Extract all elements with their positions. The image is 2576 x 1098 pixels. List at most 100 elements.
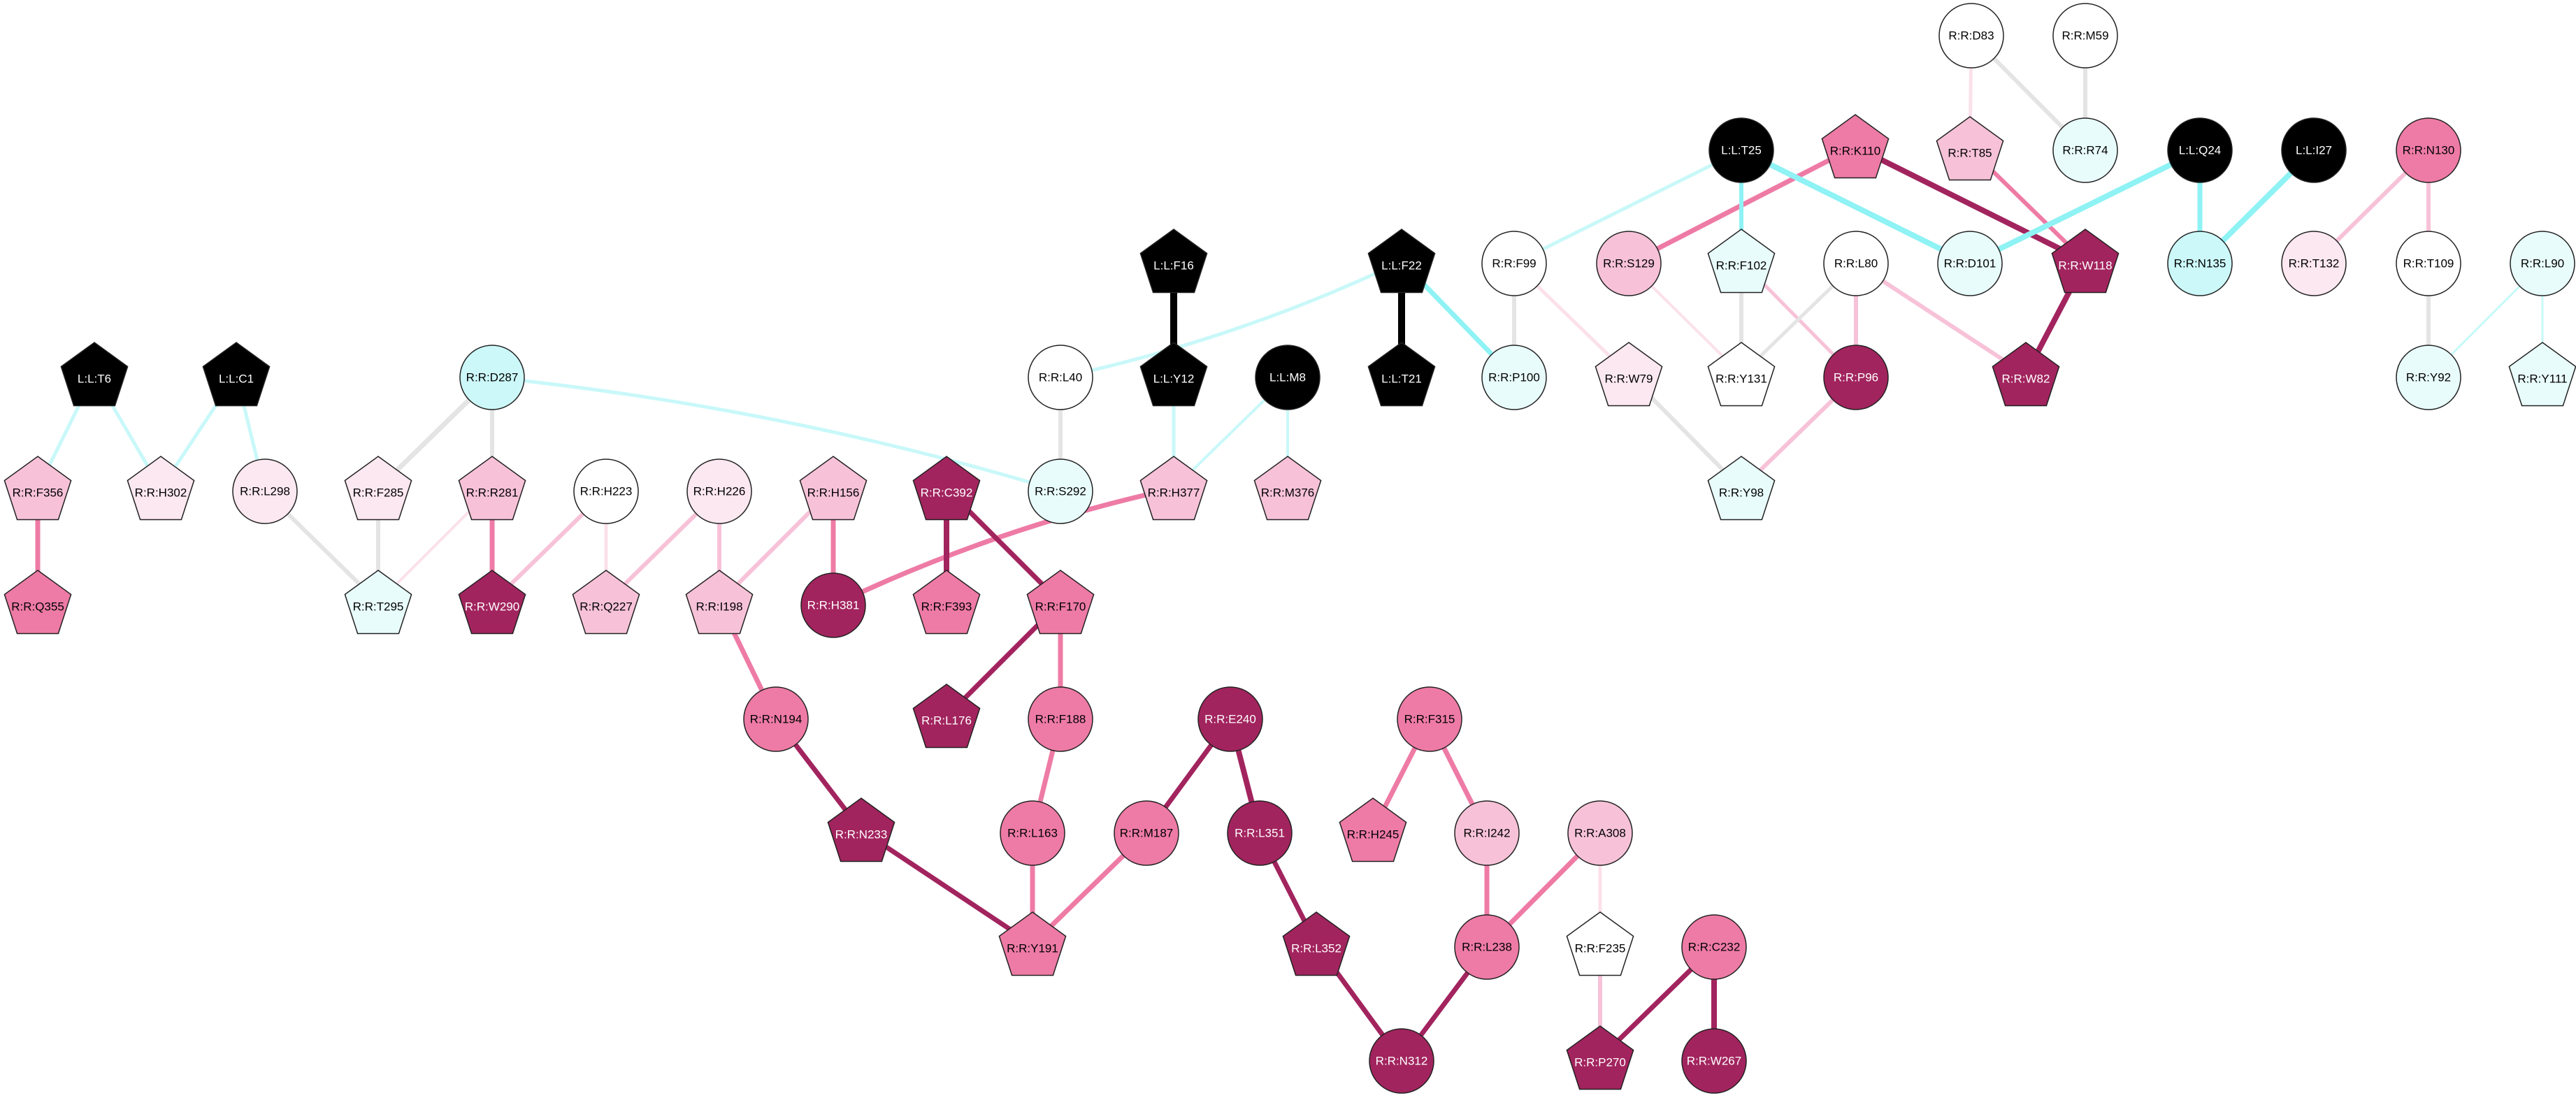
node-l-l-m8[interactable]: L:L:M8: [1255, 345, 1321, 410]
node-r-r-a308[interactable]: R:R:A308: [1567, 800, 1633, 866]
node-r-r-y131[interactable]: R:R:Y131: [1707, 342, 1776, 407]
node-r-r-m376[interactable]: R:R:M376: [1253, 456, 1322, 521]
node-r-r-l352[interactable]: R:R:L352: [1282, 911, 1351, 976]
node-r-r-s129[interactable]: R:R:S129: [1596, 231, 1662, 296]
node-r-r-c232[interactable]: R:R:C232: [1681, 914, 1747, 980]
node-pentagon-shape: [1139, 342, 1208, 407]
node-l-l-c1[interactable]: L:L:C1: [202, 342, 271, 407]
node-r-r-w290[interactable]: R:R:W290: [458, 570, 526, 635]
node-circle-shape: [1938, 3, 2004, 68]
node-r-r-f170[interactable]: R:R:F170: [1026, 570, 1095, 635]
node-r-r-r74[interactable]: R:R:R74: [2052, 117, 2118, 183]
node-r-r-t109[interactable]: R:R:T109: [2396, 231, 2461, 296]
node-r-r-l176[interactable]: R:R:L176: [912, 684, 981, 749]
node-label: R:R:E240: [1204, 713, 1256, 726]
node-label: R:R:F102: [1716, 259, 1767, 273]
node-label: L:L:Y12: [1153, 373, 1195, 386]
node-r-r-l80[interactable]: R:R:L80: [1823, 231, 1889, 296]
node-r-r-y92[interactable]: R:R:Y92: [2396, 345, 2461, 410]
node-r-r-e240[interactable]: R:R:E240: [1197, 686, 1263, 752]
node-r-r-h223[interactable]: R:R:H223: [573, 458, 639, 524]
node-r-r-q227[interactable]: R:R:Q227: [572, 570, 640, 635]
node-r-r-n312[interactable]: R:R:N312: [1369, 1028, 1434, 1094]
node-label: R:R:S292: [1035, 485, 1086, 498]
node-r-r-h381[interactable]: R:R:H381: [800, 572, 866, 638]
node-r-r-p270[interactable]: R:R:P270: [1566, 1025, 1634, 1090]
node-r-r-t85[interactable]: R:R:T85: [1936, 116, 2004, 181]
node-r-r-n130[interactable]: R:R:N130: [2396, 117, 2461, 183]
node-pentagon-shape: [1992, 342, 2060, 407]
node-r-r-n135[interactable]: R:R:N135: [2167, 231, 2233, 296]
node-pentagon-shape: [2051, 229, 2120, 294]
node-l-l-i27[interactable]: L:L:I27: [2281, 117, 2347, 183]
node-l-l-q24[interactable]: L:L:Q24: [2167, 117, 2233, 183]
node-label: R:R:P96: [1834, 371, 1878, 384]
node-r-r-l238[interactable]: R:R:L238: [1454, 914, 1520, 980]
node-r-r-w82[interactable]: R:R:W82: [1992, 342, 2060, 407]
node-pentagon-shape: [1253, 456, 1322, 521]
node-r-r-d287[interactable]: R:R:D287: [459, 345, 525, 410]
node-r-r-f393[interactable]: R:R:F393: [912, 570, 981, 635]
node-r-r-m59[interactable]: R:R:M59: [2052, 3, 2118, 68]
node-r-r-h377[interactable]: R:R:H377: [1139, 456, 1208, 521]
node-r-r-w118[interactable]: R:R:W118: [2051, 229, 2120, 294]
node-label: R:R:D83: [1948, 29, 1994, 43]
node-r-r-f99[interactable]: R:R:F99: [1481, 231, 1547, 296]
node-label: R:R:L40: [1039, 371, 1082, 384]
node-label: R:R:T109: [2403, 257, 2454, 270]
node-r-r-f356[interactable]: R:R:F356: [3, 456, 72, 521]
node-l-l-f16[interactable]: L:L:F16: [1139, 229, 1208, 294]
node-r-r-p96[interactable]: R:R:P96: [1823, 345, 1889, 410]
node-r-r-h156[interactable]: R:R:H156: [799, 456, 868, 521]
node-r-r-c392[interactable]: R:R:C392: [912, 456, 981, 521]
node-l-l-y12[interactable]: L:L:Y12: [1139, 342, 1208, 407]
node-label: R:R:I242: [1463, 827, 1510, 840]
node-r-r-l351[interactable]: R:R:L351: [1227, 800, 1293, 866]
node-r-r-f188[interactable]: R:R:F188: [1028, 686, 1093, 752]
node-r-r-w267[interactable]: R:R:W267: [1681, 1028, 1747, 1094]
node-r-r-n233[interactable]: R:R:N233: [827, 797, 895, 862]
node-r-r-h245[interactable]: R:R:H245: [1339, 797, 1407, 862]
node-r-r-h302[interactable]: R:R:H302: [127, 456, 195, 521]
node-r-r-f102[interactable]: R:R:F102: [1707, 229, 1776, 294]
node-label: R:R:F285: [353, 486, 404, 500]
node-label: R:R:W82: [2002, 373, 2050, 386]
node-r-r-d101[interactable]: R:R:D101: [1937, 231, 2003, 296]
node-r-r-i242[interactable]: R:R:I242: [1454, 800, 1520, 866]
node-l-l-t25[interactable]: L:L:T25: [1708, 117, 1774, 183]
node-r-r-w79[interactable]: R:R:W79: [1595, 342, 1663, 407]
node-r-r-l298[interactable]: R:R:L298: [232, 458, 298, 524]
node-r-r-l40[interactable]: R:R:L40: [1028, 345, 1093, 410]
node-label: R:R:N233: [835, 828, 888, 841]
node-r-r-t295[interactable]: R:R:T295: [344, 570, 412, 635]
node-r-r-t132[interactable]: R:R:T132: [2281, 231, 2347, 296]
node-r-r-r281[interactable]: R:R:R281: [458, 456, 526, 521]
node-label: L:L:T21: [1381, 373, 1422, 386]
node-r-r-f285[interactable]: R:R:F285: [344, 456, 412, 521]
node-r-r-y111[interactable]: R:R:Y111: [2508, 342, 2576, 407]
node-l-l-t6[interactable]: L:L:T6: [60, 342, 129, 407]
node-r-r-l90[interactable]: R:R:L90: [2510, 231, 2575, 296]
node-r-r-n194[interactable]: R:R:N194: [743, 686, 809, 752]
node-r-r-k110[interactable]: R:R:K110: [1821, 114, 1890, 179]
node-pentagon-shape: [458, 456, 526, 521]
node-r-r-h226[interactable]: R:R:H226: [686, 458, 752, 524]
node-r-r-m187[interactable]: R:R:M187: [1114, 800, 1179, 866]
node-r-r-f315[interactable]: R:R:F315: [1397, 686, 1462, 752]
node-l-l-t21[interactable]: L:L:T21: [1367, 342, 1436, 407]
node-label: R:R:L163: [1007, 827, 1058, 840]
node-label: R:R:Y111: [2517, 373, 2567, 386]
node-r-r-p100[interactable]: R:R:P100: [1481, 345, 1547, 410]
node-r-r-l163[interactable]: R:R:L163: [1000, 800, 1065, 866]
node-l-l-f22[interactable]: L:L:F22: [1367, 229, 1436, 294]
node-r-r-s292[interactable]: R:R:S292: [1028, 458, 1093, 524]
node-circle-shape: [1397, 686, 1462, 752]
node-r-r-y191[interactable]: R:R:Y191: [998, 911, 1067, 976]
node-label: R:R:H223: [580, 485, 633, 498]
node-r-r-q355[interactable]: R:R:Q355: [3, 570, 72, 635]
node-r-r-d83[interactable]: R:R:D83: [1938, 3, 2004, 68]
node-r-r-f235[interactable]: R:R:F235: [1566, 911, 1634, 976]
node-r-r-i198[interactable]: R:R:I198: [685, 570, 754, 635]
node-r-r-y98[interactable]: R:R:Y98: [1707, 456, 1776, 521]
